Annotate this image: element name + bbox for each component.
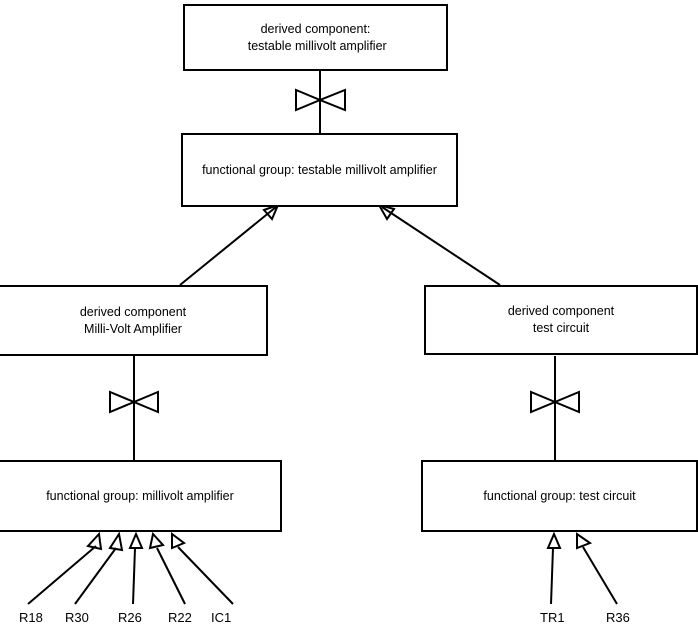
leaf-label-ic1[interactable]: IC1: [211, 610, 232, 625]
leaf-arrow-ic1: [171, 532, 234, 605]
inherit-arrow-right: [376, 203, 501, 286]
leaf-label-r36[interactable]: R36: [606, 610, 630, 625]
bowtie-icon-left: [109, 390, 159, 414]
leaf-label-r22[interactable]: R22: [168, 610, 192, 625]
node-line-1: derived component: [79, 304, 187, 319]
node-line-1: functional group: test circuit: [483, 488, 636, 503]
node-line-1: functional group: millivolt amplifier: [46, 488, 234, 503]
arrowhead-ic1-icon: [171, 532, 186, 550]
leaf-arrow-r26: [128, 531, 144, 605]
bowtie-icon-right: [530, 390, 580, 414]
leaf-arrow-tr1: [546, 531, 562, 605]
leaf-arrow-r36: [576, 532, 618, 605]
arrowhead-r30-icon: [108, 531, 124, 552]
node-line-2: testable millivolt amplifier: [244, 38, 387, 53]
arrowhead-left-icon: [262, 203, 280, 221]
inherit-arrow-left: [179, 203, 280, 286]
node-fg-test-circuit[interactable]: functional group: test circuit: [421, 460, 698, 532]
node-line-2: Milli-Volt Amplifier: [84, 321, 182, 336]
arrowhead-r36-icon: [576, 532, 593, 550]
leaf-arrow-r18: [27, 531, 103, 605]
node-derived-testable-millivolt-amplifier[interactable]: derived component: testable millivolt am…: [183, 4, 448, 71]
arrowhead-tr1-icon: [546, 531, 562, 549]
node-fg-millivolt-amplifier[interactable]: functional group: millivolt amplifier: [0, 460, 282, 532]
arrowhead-r22-icon: [148, 531, 165, 550]
leaf-label-r18[interactable]: R18: [19, 610, 43, 625]
node-line-1: derived component:: [260, 21, 371, 36]
arrowhead-r26-icon: [128, 531, 144, 549]
node-line-1: functional group: testable millivolt amp…: [202, 162, 437, 177]
node-fg-testable-millivolt-amplifier[interactable]: functional group: testable millivolt amp…: [181, 133, 458, 207]
arrowhead-right-icon: [376, 203, 396, 221]
node-derived-milli-volt-amplifier[interactable]: derived component Milli-Volt Amplifier: [0, 285, 268, 356]
leaf-label-r26[interactable]: R26: [118, 610, 142, 625]
leaf-arrow-r22: [148, 531, 186, 605]
node-derived-test-circuit[interactable]: derived component test circuit: [424, 285, 698, 355]
node-line-1: derived component: [507, 304, 615, 318]
leaf-label-r30[interactable]: R30: [65, 610, 89, 625]
arrowhead-r18-icon: [86, 531, 103, 551]
node-line-2: test circuit: [532, 321, 590, 335]
leaf-label-tr1[interactable]: TR1: [540, 610, 565, 625]
leaf-arrow-r30: [74, 531, 124, 605]
bowtie-icon-top: [295, 88, 346, 112]
